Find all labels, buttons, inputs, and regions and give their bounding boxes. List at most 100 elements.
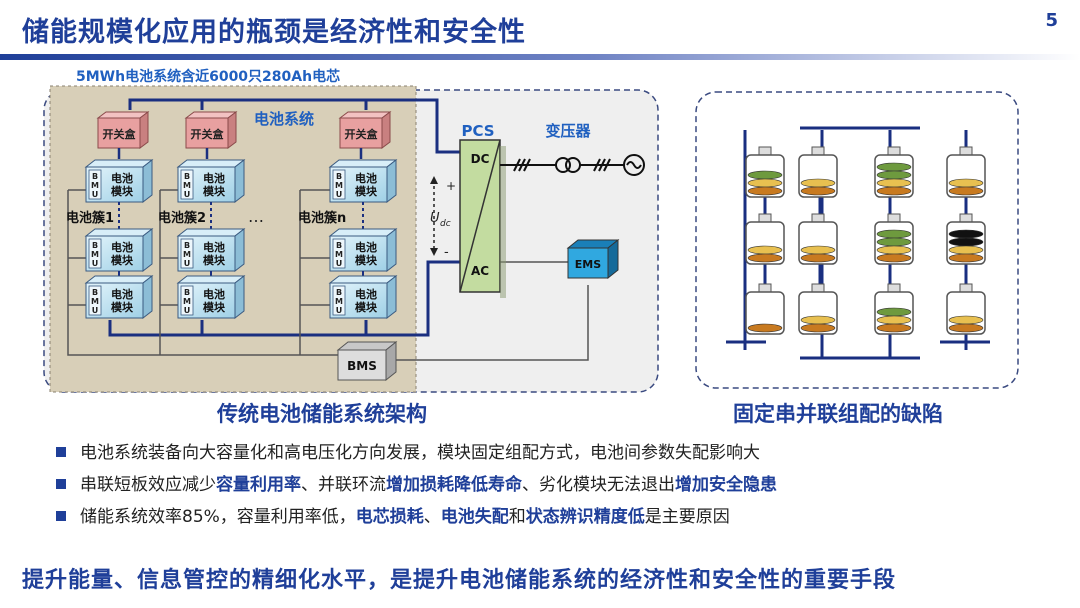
- cluster-label: 电池簇n: [298, 210, 346, 226]
- bmu-letter: B: [336, 288, 342, 297]
- bmu-letter: U: [336, 190, 343, 199]
- bmu-letter: M: [335, 181, 343, 190]
- battery-cell: [745, 146, 785, 198]
- bullet-text: 储能系统效率85%，容量利用率低，: [80, 507, 356, 527]
- module-label: 电池: [111, 287, 133, 301]
- capacity-note: 5MWh电池系统含近6000只280Ah电芯: [76, 69, 341, 85]
- module-label: 模块: [111, 184, 134, 198]
- slide-title: 储能规模化应用的瓶颈是经济性和安全性: [22, 17, 526, 48]
- bmu-letter: B: [92, 241, 98, 250]
- conclusion: 提升能量、信息管控的精细化水平，是提升电池储能系统的经济性和安全性的重要手段: [22, 568, 897, 593]
- svg-text:U: U: [430, 211, 440, 226]
- switch-box-label: 开关盒: [103, 127, 137, 141]
- bmu-letter: M: [91, 297, 99, 306]
- bmu-letter: U: [92, 190, 99, 199]
- battery-cell: [946, 283, 986, 335]
- bmu-letter: B: [336, 241, 342, 250]
- pcs-converter: DC AC: [459, 139, 506, 298]
- pcs-label: PCS: [461, 122, 494, 140]
- ems-box: EMS: [566, 238, 620, 280]
- module-label: 电池: [111, 171, 133, 185]
- bms-box: BMS: [336, 340, 398, 382]
- module-label: 模块: [203, 184, 226, 198]
- module-label: 模块: [111, 253, 134, 267]
- module-label: 模块: [355, 184, 378, 198]
- cluster-ellipsis: …: [248, 207, 264, 226]
- transformer-symbol: [500, 154, 645, 176]
- bmu-letter: B: [92, 288, 98, 297]
- page-number: 5: [1045, 10, 1058, 31]
- highlight-text: 状态辨识精度低: [525, 507, 645, 527]
- bmu-letter: U: [336, 306, 343, 315]
- battery-cell: [874, 146, 914, 198]
- cluster-label: 电池簇2: [158, 210, 206, 226]
- switch-box: 开关盒: [184, 111, 238, 149]
- module-label: 电池: [203, 287, 225, 301]
- bullet-text: 、: [423, 507, 441, 527]
- right-caption: 固定串并联组配的缺陷: [733, 402, 943, 426]
- bmu-letter: B: [336, 172, 342, 181]
- svg-text:-: -: [444, 245, 449, 260]
- bullet-marker: [56, 511, 66, 521]
- battery-cell: [798, 146, 838, 198]
- highlight-text: 电池失配: [440, 507, 509, 527]
- bmu-letter: U: [92, 306, 99, 315]
- switch-box: 开关盒: [338, 111, 392, 149]
- left-caption: 传统电池储能系统架构: [217, 402, 427, 426]
- bullet-item-3: 储能系统效率85%，容量利用率低，电芯损耗、电池失配和状态辨识精度低是主要原因: [56, 501, 777, 533]
- bullet-item-1: 电池系统装备向大容量化和高电压化方向发展，模块固定组配方式，电池间参数失配影响大: [56, 437, 777, 469]
- svg-text:BMS: BMS: [347, 359, 377, 373]
- bmu-letter: B: [184, 288, 190, 297]
- bullet-marker: [56, 479, 66, 489]
- highlight-text: 增加安全隐患: [675, 475, 777, 495]
- dc-voltage-annotation: + - U dc: [430, 176, 456, 260]
- bullet-marker: [56, 447, 66, 457]
- battery-cell: [874, 283, 914, 335]
- module-label: 模块: [203, 253, 226, 267]
- battery-cell: [874, 213, 914, 265]
- module-label: 模块: [355, 300, 378, 314]
- bmu-letter: B: [184, 172, 190, 181]
- svg-text:…: …: [248, 207, 264, 226]
- svg-text:+: +: [446, 179, 456, 193]
- bmu-letter: M: [183, 297, 191, 306]
- module-label: 电池: [203, 240, 225, 254]
- bullet-text: 串联短板效应减少: [80, 475, 216, 495]
- battery-cell: [946, 146, 986, 198]
- module-label: 模块: [203, 300, 226, 314]
- bullet-text: 、并联环流: [301, 475, 386, 495]
- bmu-letter: B: [184, 241, 190, 250]
- module-label: 电池: [203, 171, 225, 185]
- bmu-letter: U: [92, 259, 99, 268]
- highlight-text: 增加损耗降低寿命: [386, 475, 522, 495]
- bullet-text: 电池系统装备向大容量化和高电压化方向发展，模块固定组配方式，电池间参数失配影响大: [80, 443, 760, 463]
- highlight-text: 电芯损耗: [355, 507, 424, 527]
- bullet-text: 、劣化模块无法退出: [522, 475, 675, 495]
- battery-cell: [798, 283, 838, 335]
- bullet-item-2: 串联短板效应减少容量利用率、并联环流增加损耗降低寿命、劣化模块无法退出增加安全隐…: [56, 469, 777, 501]
- cluster-label: 电池簇1: [66, 210, 114, 226]
- bullet-text: 是主要原因: [644, 507, 730, 527]
- bmu-letter: M: [183, 181, 191, 190]
- bullet-text: 和: [508, 507, 526, 527]
- bmu-letter: M: [183, 250, 191, 259]
- module-label: 模块: [355, 253, 378, 267]
- pcs-dc-label: DC: [471, 152, 490, 166]
- switch-box: 开关盒: [96, 111, 150, 149]
- signal-wires: [67, 189, 589, 361]
- bmu-letter: M: [91, 250, 99, 259]
- module-label: 电池: [355, 287, 377, 301]
- battery-cell: [946, 213, 986, 265]
- bmu-letter: M: [335, 250, 343, 259]
